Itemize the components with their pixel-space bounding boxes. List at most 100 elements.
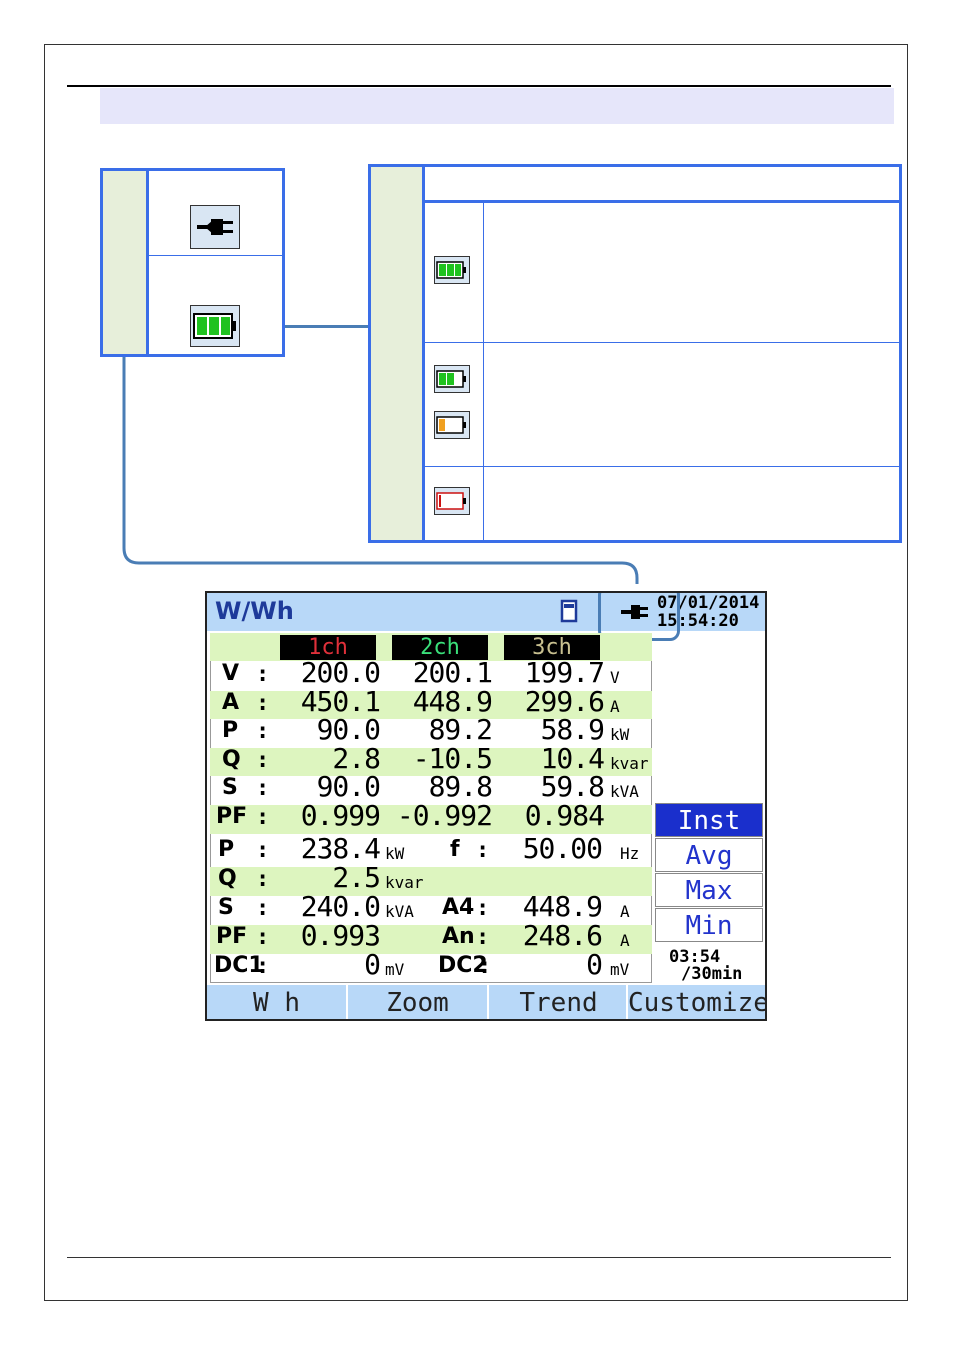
row-label: P	[222, 718, 239, 744]
channel-2-value: 89.8	[428, 770, 493, 804]
channel-2-value: 200.1	[412, 656, 493, 689]
channel-2-value: 448.9	[412, 684, 493, 718]
colon: :	[256, 867, 270, 892]
row-unit: A	[610, 696, 620, 716]
power-table-divider	[149, 255, 282, 256]
channel-2-value: 89.2	[428, 713, 493, 747]
device-screen: W/Wh 07/01/2014 15:54:20 1ch 2ch 3ch V:2…	[205, 591, 767, 1021]
frequency-value: 50.00	[522, 832, 603, 865]
mode-max-button[interactable]: Max	[655, 873, 763, 907]
a4-value: 448.9	[522, 890, 603, 923]
row-label: DC1	[214, 953, 264, 978]
dc2-value: 0	[586, 948, 603, 981]
total-pf-value: 0.993	[300, 919, 381, 952]
row-label: A	[222, 689, 240, 715]
sum-row-s: S : 240.0 kVA A4 : 448.9 A	[210, 890, 652, 925]
row-label: P	[218, 837, 235, 862]
wh-button[interactable]: W h	[253, 988, 300, 1018]
row-label: Q	[218, 866, 237, 891]
total-p-value: 238.4	[300, 832, 381, 865]
row-label: V	[222, 661, 240, 686]
ac-plug-icon	[190, 205, 240, 249]
battery-two-bars-icon	[434, 365, 470, 393]
colon: :	[256, 690, 270, 716]
battery-full-icon	[434, 256, 470, 284]
mode-min-button[interactable]: Min	[655, 908, 763, 942]
row-label: Q	[222, 746, 241, 772]
mode-inst-button[interactable]: Inst	[655, 803, 763, 837]
a4-unit: A	[620, 902, 630, 921]
sum-row-dc: DC1 : 0 mV DC2 : 0 mV	[210, 948, 652, 983]
sd-card-icon	[559, 599, 579, 623]
battery-level-table	[368, 164, 902, 543]
battery-low-icon	[434, 411, 470, 439]
total-q-unit: kvar	[385, 873, 424, 892]
dc2-unit: mV	[610, 960, 630, 979]
channel-3-value: 199.7	[524, 656, 605, 689]
channel-1-value: 200.0	[300, 656, 381, 689]
battery-full-icon	[190, 305, 240, 347]
row-label: S	[222, 775, 238, 801]
colon: :	[256, 747, 270, 773]
total-s-value: 240.0	[300, 890, 381, 923]
zoom-button[interactable]: Zoom	[386, 988, 449, 1018]
interval-period: /30min	[681, 964, 743, 984]
function-separator	[626, 985, 628, 1019]
heading-band	[100, 88, 894, 124]
sum-row-pf: PF : 0.993 An : 248.6 A	[210, 919, 652, 954]
dc1-value: 0	[364, 948, 381, 981]
page-frame	[44, 44, 908, 1301]
customize-button[interactable]: Customize	[628, 988, 767, 1018]
date: 07/01/2014	[657, 593, 760, 613]
battery-empty-icon	[434, 487, 470, 515]
row-label: PF	[216, 924, 248, 949]
battery-table-row-rule	[425, 342, 899, 343]
trend-button[interactable]: Trend	[519, 988, 598, 1018]
channel-3-value: 0.984	[524, 799, 605, 832]
function-separator	[346, 985, 348, 1019]
colon: :	[256, 954, 270, 979]
total-s-unit: kVA	[385, 902, 414, 921]
function-separator	[487, 985, 489, 1019]
row-label: A4	[442, 895, 475, 920]
row-unit: kW	[610, 725, 630, 745]
row-unit: kVA	[610, 782, 639, 802]
row-unit: kvar	[610, 753, 649, 773]
channel-3-value: 58.9	[540, 713, 605, 747]
colon: :	[476, 838, 490, 863]
channel-1-value: 90.0	[316, 713, 381, 747]
channel-3-value: 59.8	[540, 770, 605, 804]
colon: :	[256, 776, 270, 802]
channel-1-value: 2.8	[332, 741, 381, 775]
colon: :	[256, 925, 270, 950]
colon: :	[256, 838, 270, 863]
colon: :	[256, 662, 270, 687]
dc1-unit: mV	[385, 960, 405, 979]
channel-2-value: -0.992	[396, 799, 493, 832]
ac-plug-icon	[619, 601, 653, 627]
an-unit: A	[620, 931, 630, 950]
row-unit: V	[610, 668, 620, 687]
an-value: 248.6	[522, 919, 603, 952]
power-table-side-column	[103, 171, 149, 354]
colon: :	[256, 896, 270, 921]
row-label: S	[218, 895, 234, 920]
interval-elapsed: 03:54	[669, 947, 721, 967]
footer-rule	[67, 1257, 891, 1258]
channel-3-label: 3ch	[504, 635, 600, 660]
battery-table-header-rule	[425, 200, 899, 203]
channel-2-label: 2ch	[392, 635, 488, 660]
battery-table-column-rule	[483, 203, 484, 540]
sum-row-p: P : 238.4 kW f : 50.00 Hz	[210, 832, 652, 867]
total-q-value: 2.5	[332, 861, 381, 894]
row-label: PF	[216, 804, 248, 829]
frequency-unit: Hz	[620, 844, 640, 863]
channel-1-label: 1ch	[280, 635, 376, 660]
colon: :	[476, 896, 490, 921]
mode-avg-button[interactable]: Avg	[655, 838, 763, 872]
channel-1-value: 450.1	[300, 684, 381, 718]
